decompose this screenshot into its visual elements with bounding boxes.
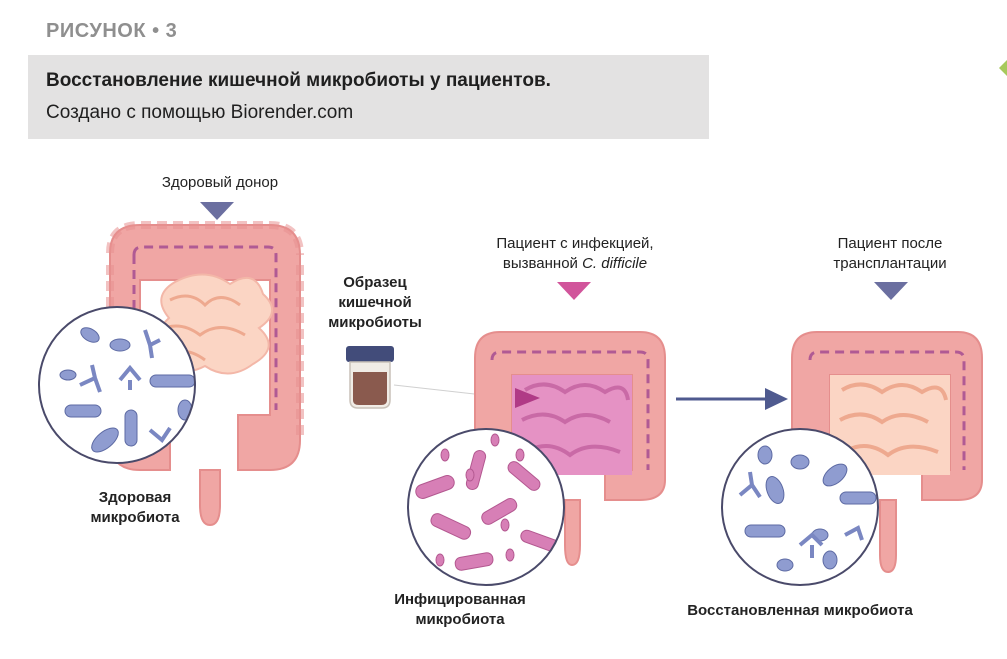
restored-patient-line1: Пациент после — [837, 235, 943, 252]
transition-arrow — [676, 388, 788, 410]
sample-label-line3: микробиоты — [328, 314, 422, 331]
sample-label-line1: Образец — [343, 274, 407, 291]
infected-patient-line2-prefix: вызванной — [502, 255, 583, 272]
donor-marker-icon — [200, 202, 234, 220]
healthy-microbiota-line2: микробиота — [90, 509, 180, 526]
caption-subtitle: Создано с помощью Biorender.com — [46, 102, 354, 123]
donor-label: Здоровый донор — [161, 174, 279, 191]
healthy-microbiota-line1: Здоровая — [98, 489, 172, 506]
restored-patient-line2: трансплантации — [833, 255, 947, 272]
healthy-microbiota-circle — [38, 306, 196, 464]
sample-label-line2: кишечной — [338, 294, 412, 311]
restored-marker-icon — [874, 282, 908, 300]
sample-label: Образец кишечной микробиоты — [300, 273, 450, 333]
infected-microbiota-label: Инфицированная микробиота — [360, 590, 560, 630]
caption-box: Восстановление кишечной микробиоты у пац… — [28, 55, 709, 139]
infected-patient-label: Пациент с инфекцией, вызванной C. diffic… — [470, 234, 680, 274]
restored-colon — [791, 331, 983, 574]
healthy-microbiota-label: Здоровая микробиота — [55, 488, 215, 528]
infected-microbiota-line1: Инфицированная — [394, 591, 526, 608]
sample-jar-icon — [346, 346, 394, 409]
corner-triangle-icon — [999, 60, 1007, 76]
infected-microbiota-line2: микробиота — [415, 611, 505, 628]
restored-microbiota-label: Восстановленная микробиота — [687, 602, 913, 619]
infected-patient-line2: вызванной C. difficile — [470, 254, 680, 274]
infected-microbiota-circle — [407, 428, 565, 586]
restored-patient-label: Пациент после трансплантации — [810, 234, 970, 274]
caption-title: Восстановление кишечной микробиоты у пац… — [46, 70, 551, 91]
restored-microbiota-circle — [721, 428, 879, 586]
species-name: C. difficile — [582, 255, 648, 272]
figure-label: РИСУНОК • 3 — [46, 20, 178, 42]
infected-patient-line1: Пациент с инфекцией, — [496, 235, 654, 252]
infected-marker-icon — [557, 282, 591, 300]
